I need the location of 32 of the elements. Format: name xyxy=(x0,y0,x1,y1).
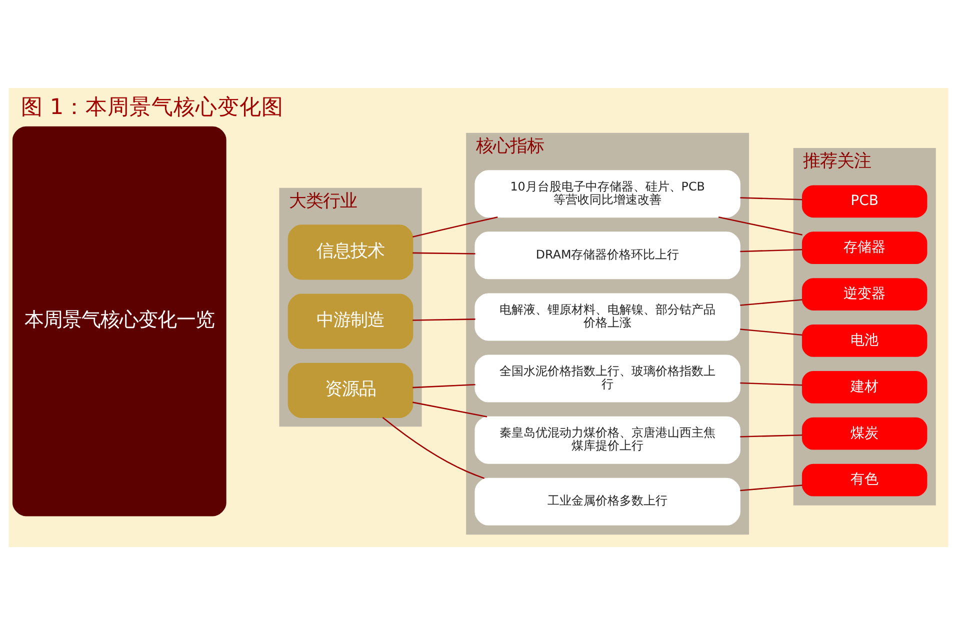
connector xyxy=(740,382,802,386)
connector xyxy=(740,328,802,336)
node-box: 存储器 xyxy=(802,232,928,264)
connector xyxy=(412,318,476,321)
node-box: 逆变器 xyxy=(802,278,928,310)
node-box: 资源品 xyxy=(288,362,414,418)
node-box: PCB xyxy=(802,185,928,218)
connector xyxy=(718,216,802,236)
node-box: 建材 xyxy=(802,370,928,404)
connector xyxy=(740,434,802,438)
node-box: 电解液、锂原材料、电解镍、部分钴产品价格上涨 xyxy=(474,293,740,341)
node-box: DRAM存储器价格环比上行 xyxy=(474,232,740,280)
connector xyxy=(412,402,488,418)
node-box: 电池 xyxy=(802,324,928,357)
node-box: 中游制造 xyxy=(288,294,414,349)
connector xyxy=(740,484,802,492)
diagram-title: 图 1：本周景气核心变化图 xyxy=(21,94,284,120)
connector xyxy=(740,249,802,252)
connector xyxy=(412,384,476,388)
node-box: 工业金属价格多数上行 xyxy=(474,478,740,526)
node-box: 有色 xyxy=(802,464,928,496)
connector xyxy=(740,197,802,200)
node-box: 全国水泥价格指数上行、玻璃价格指数上行 xyxy=(474,354,740,402)
node-box: 本周景气核心变化一览 xyxy=(12,126,226,516)
connector xyxy=(412,252,476,254)
node-box: 10月台股电子中存储器、硅片、PCB等营收同比增速改善 xyxy=(474,170,740,218)
node-box: 信息技术 xyxy=(288,224,414,280)
connector xyxy=(740,299,802,306)
connector xyxy=(382,417,484,479)
node-box: 秦皇岛优混动力煤价格、京唐港山西主焦煤库提价上行 xyxy=(474,416,740,464)
node-box: 煤炭 xyxy=(802,417,928,450)
connector xyxy=(412,216,498,238)
